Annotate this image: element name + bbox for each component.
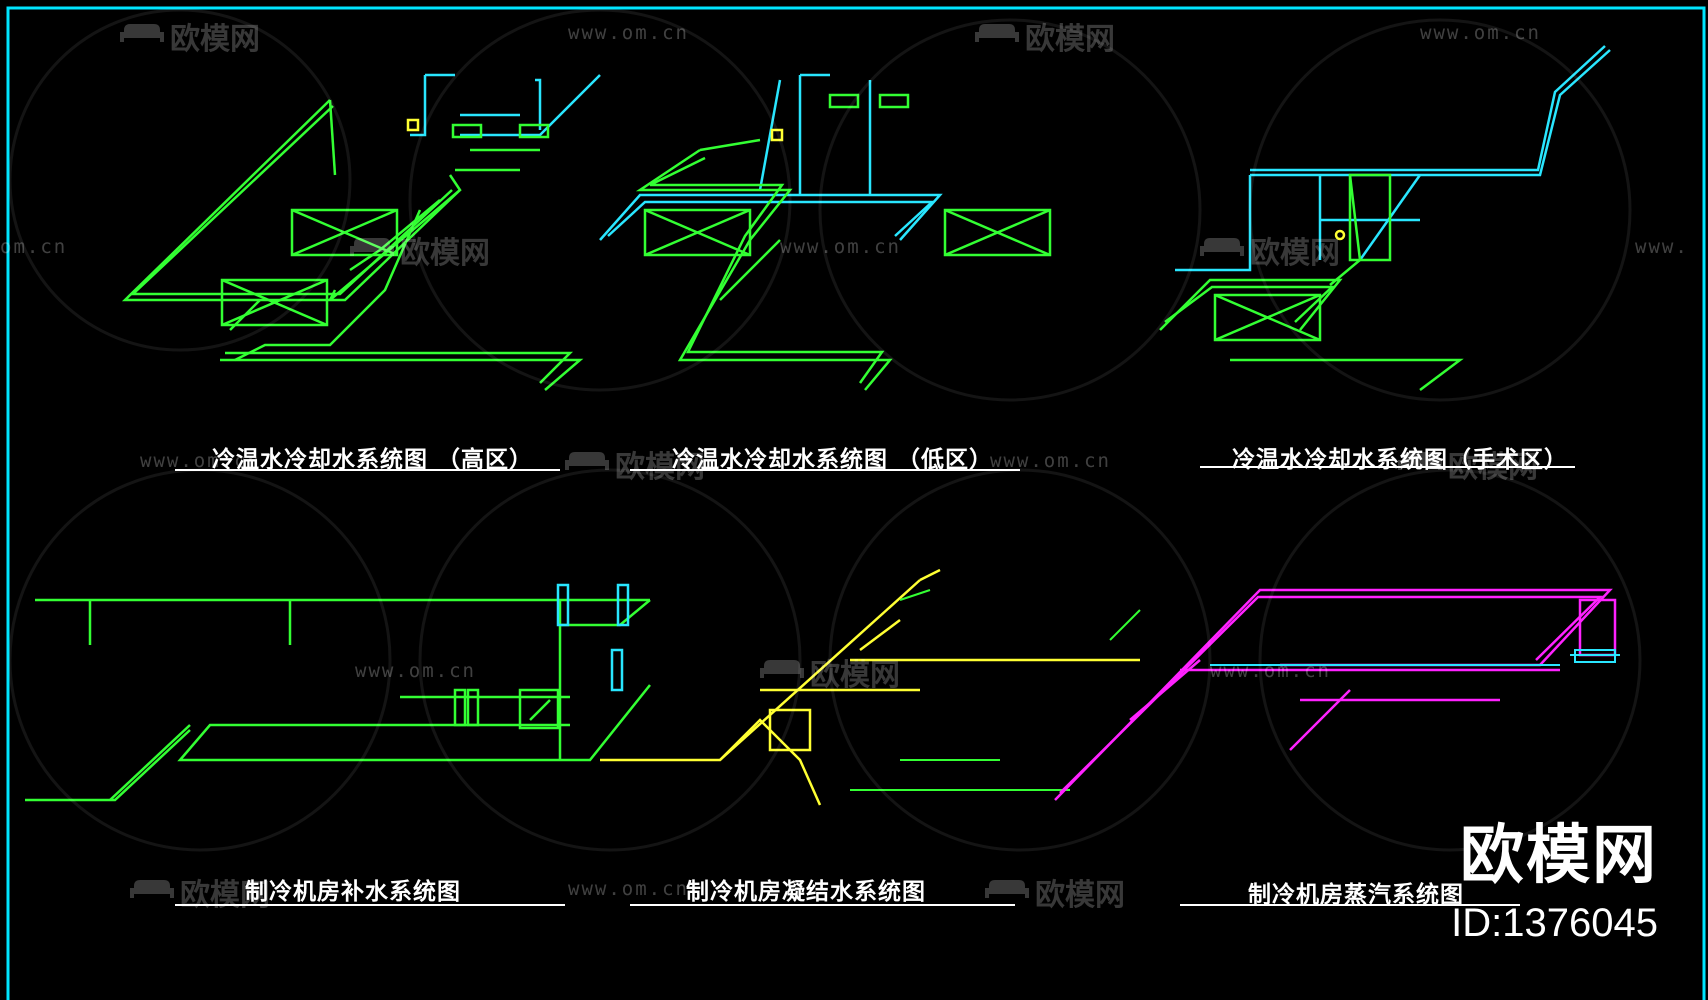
watermark-brand: 欧模网 <box>1035 878 1125 913</box>
watermark-url: www.om.cn <box>1210 660 1331 682</box>
watermark-url: www.om.cn <box>140 450 261 472</box>
sofa-logo-icon <box>350 234 394 258</box>
diagram-surgery-zone <box>1159 45 1611 391</box>
watermark-brand: 欧模网 <box>180 878 270 913</box>
watermark-url: www.om.cn <box>1420 22 1541 44</box>
watermark-url: www.om.cn <box>780 236 901 258</box>
diagram-low-zone <box>599 73 1052 391</box>
brand-name: 欧模网 <box>1460 819 1658 893</box>
watermark-circles <box>8 8 1642 852</box>
title-surgery-zone: 冷温水冷却水系统图（手术区） <box>1232 446 1568 473</box>
asset-id: ID:1376045 <box>1451 901 1658 945</box>
diagram-steam-cyan <box>1210 649 1620 666</box>
diagram-high-zone <box>121 73 601 391</box>
watermark-brand: 欧模网 <box>1025 22 1115 57</box>
sofa-logo-icon <box>120 20 164 44</box>
sofa-logo-icon <box>565 448 609 472</box>
watermark-url-fragment: om.cn <box>0 236 68 258</box>
watermark-brand: 欧模网 <box>1250 236 1340 271</box>
sofa-logo-icon <box>1398 448 1442 472</box>
watermark-url-fragment: www. <box>1635 236 1689 258</box>
watermark-brand: 欧模网 <box>1448 450 1538 485</box>
title-high-zone: 冷温水冷却水系统图 （高区） <box>212 446 534 473</box>
title-low-zone: 冷温水冷却水系统图 （低区） <box>672 446 994 473</box>
drawing-frame <box>6 6 1706 1000</box>
watermark-brand: 欧模网 <box>615 450 705 485</box>
title-steam: 制冷机房蒸汽系统图 <box>1248 881 1464 908</box>
watermark-brand: 欧模网 <box>400 236 490 271</box>
title-underlines <box>175 466 1575 906</box>
diagram-condensate <box>600 568 1140 806</box>
sofa-logo-icon <box>760 656 804 680</box>
diagram-makeup-water <box>25 583 651 802</box>
watermark-url: www.om.cn <box>990 450 1111 472</box>
diagram-steam <box>1054 588 1617 801</box>
diagram-condensate-green <box>850 589 1141 791</box>
watermark-url: www.om.cn <box>568 22 689 44</box>
sofa-logo-icon <box>985 876 1029 900</box>
title-condensate: 制冷机房凝结水系统图 <box>686 878 926 905</box>
sofa-logo-icon <box>130 876 174 900</box>
title-makeup-water: 制冷机房补水系统图 <box>245 878 461 905</box>
sofa-logo-icon <box>1200 234 1244 258</box>
sofa-logo-icon <box>975 20 1019 44</box>
watermark-url: www.om.cn <box>568 878 689 900</box>
watermark-brand: 欧模网 <box>170 22 260 57</box>
watermark-brand: 欧模网 <box>810 658 900 693</box>
watermark-url: www.om.cn <box>355 660 476 682</box>
